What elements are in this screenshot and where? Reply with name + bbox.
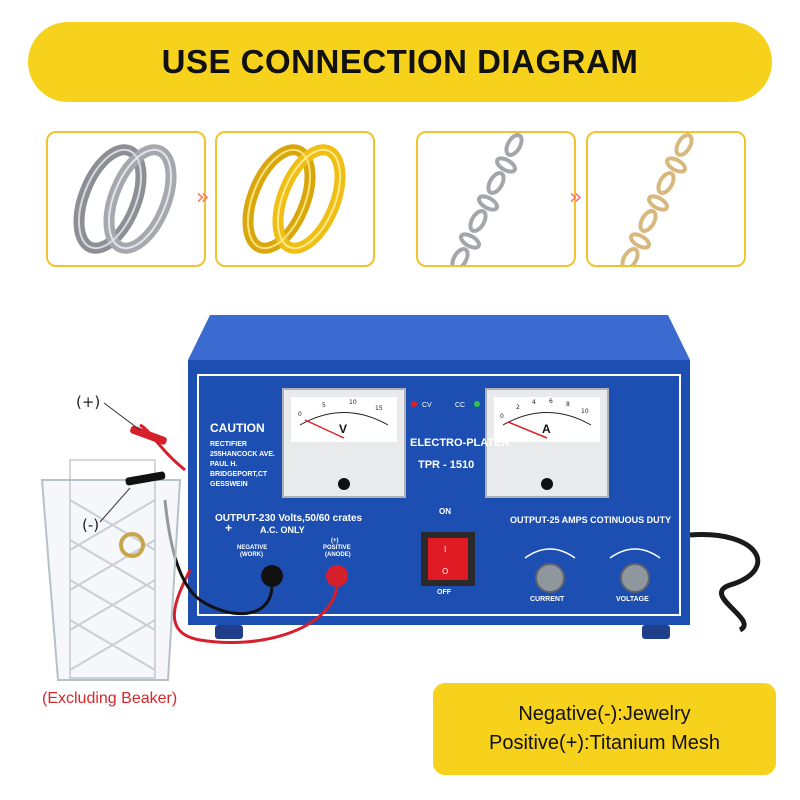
output-rating: OUTPUT-25 AMPS COTINUOUS DUTY [510, 515, 671, 525]
positive-terminal [326, 565, 348, 587]
negative-label: (-) [82, 516, 100, 534]
caution-line: 255HANCOCK AVE. [210, 451, 275, 458]
input-rating-line1: OUTPUT-230 Volts,50/60 crates [215, 513, 363, 524]
panel-gold-chain [586, 131, 746, 267]
input-rating-line2: A.C. ONLY [260, 525, 305, 535]
electroplater-illustration: CAUTION RECTIFIER 255HANCOCK AVE. PAUL H… [40, 315, 761, 681]
front-panel-border [197, 374, 681, 616]
volt-tick: 0 [298, 411, 302, 418]
title-banner: USE CONNECTION DIAGRAM [28, 22, 772, 102]
voltage-knob-arc [609, 548, 661, 559]
positive-terminal-label: (ANODE) [325, 552, 351, 558]
legend-negative: Negative(-):Jewelry [518, 703, 691, 725]
voltmeter-adjust-screw [338, 478, 350, 490]
banner-title: USE CONNECTION DIAGRAM [161, 43, 639, 80]
amp-tick: 0 [500, 413, 504, 420]
excluding-beaker-note: (Excluding Beaker) [42, 690, 178, 707]
gold-bangles-image [242, 144, 346, 254]
voltage-knob [620, 563, 650, 593]
negative-clip [125, 471, 166, 486]
switch-mark-on: I [444, 545, 446, 554]
silver-bangles-image [73, 144, 177, 254]
amp-tick: 2 [516, 404, 520, 411]
gold-chain-image [620, 133, 694, 265]
volt-tick: 15 [375, 405, 383, 412]
negative-sign: + [225, 521, 232, 535]
panel-silver-chain [416, 131, 576, 267]
positive-wire [172, 569, 339, 644]
amp-tick: 6 [549, 398, 553, 405]
negative-leader-line [99, 487, 131, 523]
amp-meter-letter: A [542, 422, 551, 436]
caution-line: RECTIFIER [210, 441, 247, 448]
ammeter-scale-arc [502, 412, 592, 426]
legend-positive: Positive(+):Titanium Mesh [489, 732, 720, 754]
switch-mark-off: O [442, 567, 448, 576]
machine-foot-right [642, 625, 670, 639]
caution-line: PAUL H. [210, 461, 237, 468]
caution-line: GESSWEIN [210, 481, 248, 488]
jewelry-ring [119, 532, 145, 558]
cc-label: CC [455, 402, 465, 409]
amp-tick: 10 [581, 408, 589, 415]
power-cord [689, 532, 761, 633]
current-knob-label: CURRENT [530, 596, 565, 603]
amp-tick: 8 [566, 401, 570, 408]
voltage-knob-label: VOLTAGE [616, 596, 649, 603]
volt-tick: 10 [349, 399, 357, 406]
positive-terminal-label: POSITIVE [323, 545, 351, 551]
brand-line1: ELECTRO-PLATER [410, 437, 509, 449]
machine-foot-left [215, 625, 243, 639]
connection-legend: Negative(-):Jewelry Positive(+):Titanium… [433, 683, 776, 775]
machine-top [188, 315, 690, 360]
positive-terminal-label: (+) [331, 538, 339, 544]
amp-tick: 4 [532, 399, 536, 406]
voltmeter-dial [291, 397, 397, 442]
switch-on-label: ON [439, 507, 451, 516]
caution-title: CAUTION [210, 421, 265, 435]
caution-line: BRIDGEPORT,CT [210, 471, 268, 478]
double-chevron-right-icon: » [196, 185, 210, 210]
ammeter-dial [494, 397, 600, 442]
volt-meter-letter: V [339, 422, 347, 436]
positive-leader-line [103, 402, 141, 431]
volt-needle [304, 419, 345, 439]
voltmeter-scale-arc [299, 412, 389, 426]
positive-label: (+) [76, 393, 101, 411]
ammeter-adjust-screw [541, 478, 553, 490]
current-knob-arc [524, 548, 576, 559]
negative-terminal-label: NEGATIVE [237, 545, 267, 551]
cv-label: CV [422, 402, 432, 409]
amp-needle [507, 421, 548, 439]
cc-indicator-light [474, 401, 480, 407]
volt-tick: 5 [322, 402, 326, 409]
power-switch [428, 538, 468, 580]
double-chevron-right-icon: » [569, 185, 583, 210]
current-knob [535, 563, 565, 593]
brand-line2: TPR - 1510 [418, 459, 474, 471]
panel-silver-bangles [46, 131, 206, 267]
silver-chain-image [450, 133, 524, 265]
negative-terminal-label: (WORK) [240, 552, 263, 558]
titanium-mesh [69, 459, 156, 679]
cv-indicator-light [411, 401, 417, 407]
switch-off-label: OFF [437, 589, 452, 596]
panel-gold-bangles [215, 131, 375, 267]
positive-clip [130, 425, 167, 445]
negative-terminal [261, 565, 283, 587]
